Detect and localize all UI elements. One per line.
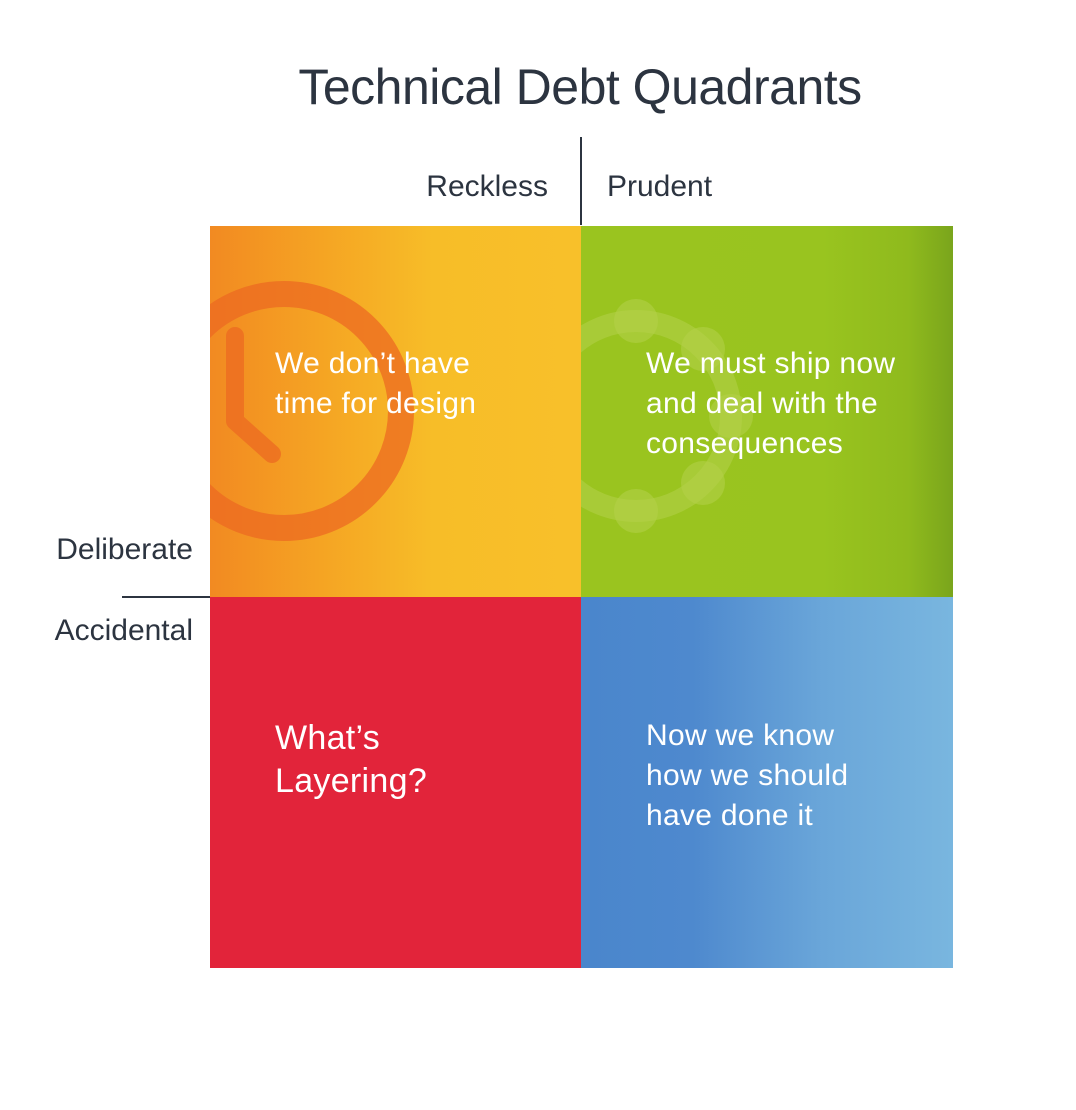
quadrant-text-line: We don’t have	[275, 347, 471, 380]
quadrant-text-line: and deal with the	[646, 387, 878, 420]
quadrant-text: What’s Layering?	[275, 717, 427, 803]
quadrant-text-line: Now we know	[646, 719, 835, 752]
axis-label-deliberate: Deliberate	[56, 533, 193, 566]
quadrant-text-line: how we should	[646, 759, 849, 792]
quadrant-prudent-accidental: Now we know how we should have done it	[581, 597, 953, 968]
vertical-axis-divider	[580, 137, 582, 225]
quadrant-text: We don’t have time for design	[275, 344, 476, 424]
horizontal-axis-divider	[122, 596, 210, 598]
quadrant-text-line: What’s	[275, 719, 381, 757]
axis-label-reckless: Reckless	[426, 170, 548, 203]
quadrant-text: Now we know how we should have done it	[646, 716, 848, 836]
quadrant-text-line: consequences	[646, 427, 844, 460]
quadrant-text-line: We must ship now	[646, 347, 896, 380]
quadrant-text-line: Layering?	[275, 762, 428, 800]
quadrant-reckless-accidental: What’s Layering?	[210, 597, 581, 968]
axis-label-accidental: Accidental	[54, 614, 193, 647]
quadrant-reckless-deliberate: We don’t have time for design	[210, 226, 581, 597]
axis-label-prudent: Prudent	[607, 170, 713, 203]
diagram-title: Technical Debt Quadrants	[298, 59, 862, 115]
quadrant-text-line: have done it	[646, 799, 814, 832]
quadrant-text-line: time for design	[275, 387, 477, 420]
quadrant-text: We must ship now and deal with the conse…	[646, 344, 895, 464]
quadrant-prudent-deliberate: We must ship now and deal with the conse…	[581, 226, 953, 597]
